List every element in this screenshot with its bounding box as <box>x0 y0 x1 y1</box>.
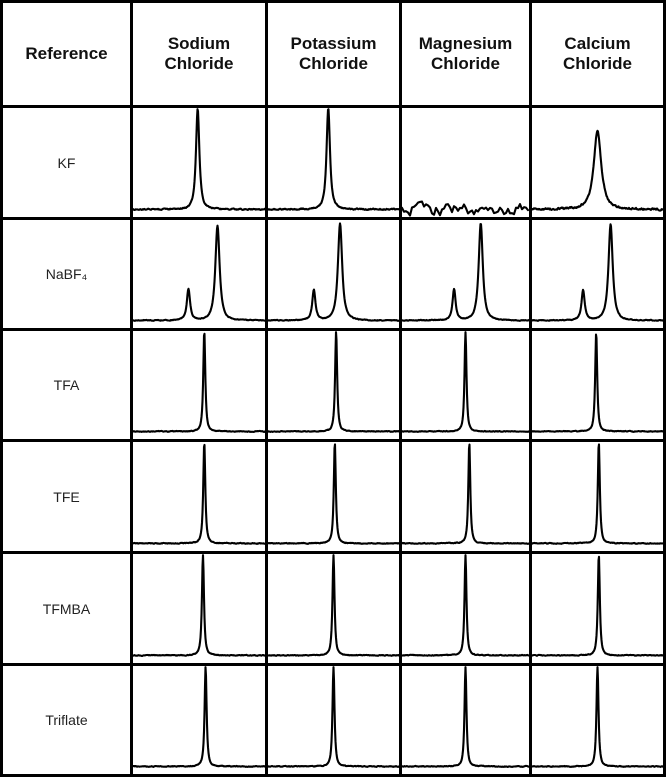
spectrum-trace <box>133 224 265 322</box>
spectrum-trace <box>268 108 399 212</box>
spectrum-tfmba-potassium-chloride <box>268 554 399 663</box>
spectrum-kf-magnesium-chloride <box>402 108 529 217</box>
spectrum-kf-calcium-chloride <box>532 108 663 217</box>
spectrum-tfa-magnesium-chloride <box>402 331 529 439</box>
spectrum-trace <box>133 666 265 768</box>
spectrum-tfmba-sodium-chloride <box>133 554 265 663</box>
spectrum-tfa-potassium-chloride <box>268 331 399 439</box>
spectrum-trace <box>133 108 265 212</box>
spectrum-tfmba-magnesium-chloride <box>402 554 529 663</box>
spectrum-triflate-magnesium-chloride <box>402 666 529 774</box>
spectrum-trace <box>268 443 399 545</box>
header-magnesium-chloride-label: Magnesium Chloride <box>418 33 513 73</box>
spectrum-tfe-calcium-chloride <box>532 442 663 551</box>
header-sodium-chloride: Sodium Chloride <box>133 3 265 105</box>
spectrum-trace <box>268 331 399 433</box>
row-label-triflate-text: Triflate <box>45 712 88 728</box>
spectrum-trace <box>133 554 265 657</box>
spectrum-tfa-sodium-chloride <box>133 331 265 439</box>
spectrum-trace <box>532 223 663 322</box>
header-magnesium-chloride: Magnesium Chloride <box>402 3 529 105</box>
spectrum-trace <box>133 332 265 433</box>
spectrum-trace <box>532 666 663 768</box>
spectrum-trace <box>402 443 529 545</box>
row-label-nabf4-text: NaBF₄ <box>45 266 88 282</box>
spectrum-tfe-sodium-chloride <box>133 442 265 551</box>
spectrum-kf-sodium-chloride <box>133 108 265 217</box>
spectrum-kf-potassium-chloride <box>268 108 399 217</box>
row-label-triflate: Triflate <box>3 666 130 774</box>
row-label-kf: KF <box>3 108 130 217</box>
spectrum-nabf4-sodium-chloride <box>133 220 265 328</box>
header-potassium-chloride-label: Potassium Chloride <box>290 33 377 73</box>
spectrum-trace <box>133 443 265 545</box>
spectrum-tfe-potassium-chloride <box>268 442 399 551</box>
spectrum-trace <box>402 331 529 433</box>
spectrum-triflate-potassium-chloride <box>268 666 399 774</box>
spectrum-trace <box>268 554 399 657</box>
spectrum-nabf4-potassium-chloride <box>268 220 399 328</box>
row-label-tfa: TFA <box>3 331 130 439</box>
header-reference: Reference <box>3 3 130 105</box>
spectrum-trace <box>532 129 663 212</box>
spectrum-nabf4-magnesium-chloride <box>402 220 529 328</box>
spectrum-tfa-calcium-chloride <box>532 331 663 439</box>
spectrum-trace <box>532 555 663 657</box>
spectrum-trace <box>532 443 663 545</box>
spectrum-trace <box>402 666 529 768</box>
spectrum-triflate-sodium-chloride <box>133 666 265 774</box>
spectrum-trace <box>268 666 399 768</box>
header-reference-label: Reference <box>25 43 108 63</box>
header-potassium-chloride: Potassium Chloride <box>268 3 399 105</box>
spectrum-tfe-magnesium-chloride <box>402 442 529 551</box>
row-label-kf-text: KF <box>57 154 76 171</box>
row-label-tfe-text: TFE <box>53 488 80 505</box>
spectrum-trace <box>268 222 399 322</box>
spectrum-nabf4-calcium-chloride <box>532 220 663 328</box>
row-label-tfmba: TFMBA <box>3 554 130 663</box>
spectrum-tfmba-calcium-chloride <box>532 554 663 663</box>
spectrum-trace <box>402 554 529 657</box>
spectrum-trace <box>532 333 663 433</box>
row-label-tfmba-text: TFMBA <box>42 600 91 617</box>
header-calcium-chloride-label: Calcium Chloride <box>563 33 632 73</box>
header-calcium-chloride: Calcium Chloride <box>532 3 663 105</box>
spectrum-trace <box>402 223 529 322</box>
spectrum-trace <box>402 200 529 217</box>
spectrum-triflate-calcium-chloride <box>532 666 663 774</box>
row-label-tfa-text: TFA <box>53 377 80 393</box>
header-sodium-chloride-label: Sodium Chloride <box>164 33 234 73</box>
row-label-nabf4: NaBF₄ <box>3 220 130 328</box>
row-label-tfe: TFE <box>3 442 130 551</box>
